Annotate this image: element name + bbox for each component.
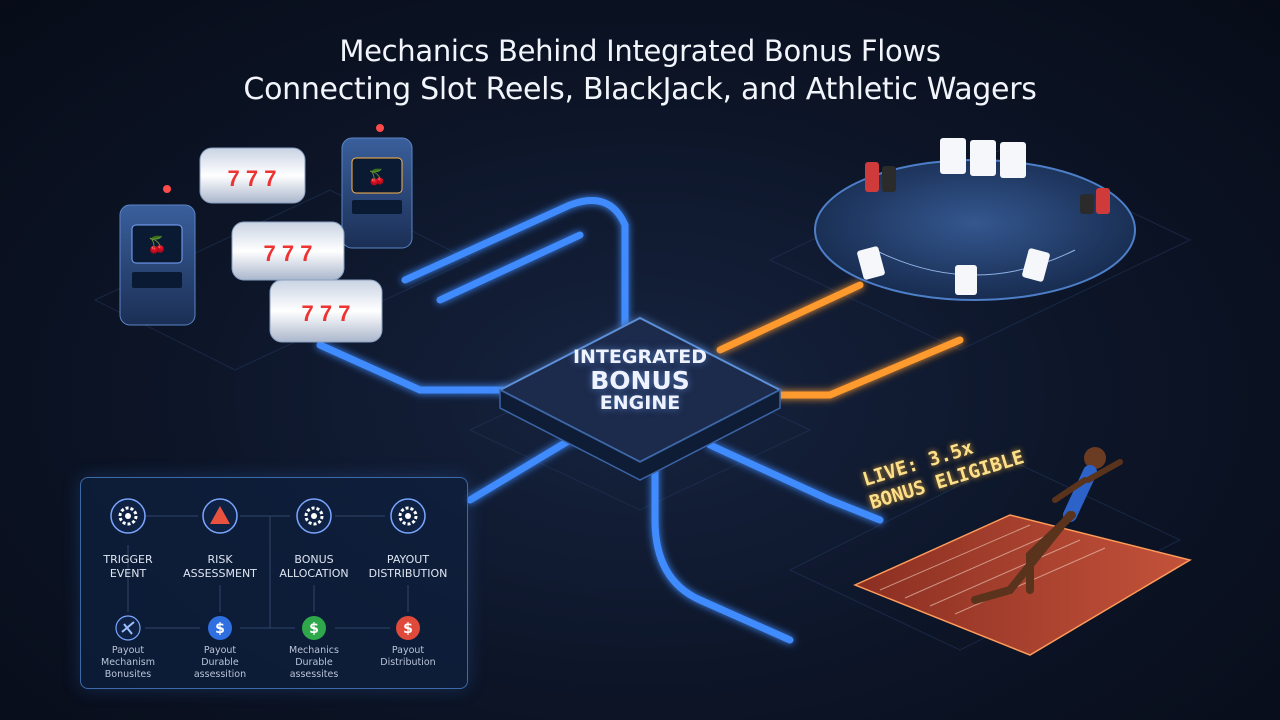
trigger-gear-icon bbox=[110, 498, 146, 534]
allocation-gear-icon bbox=[296, 498, 332, 534]
engine-label: INTEGRATED BONUS ENGINE bbox=[572, 346, 708, 415]
blackjack-table bbox=[814, 138, 1136, 301]
spark-icon bbox=[115, 615, 141, 641]
svg-text:7 7 7: 7 7 7 bbox=[264, 241, 313, 266]
slot-reel-middle: 7 7 7 bbox=[231, 221, 345, 281]
playing-card-icon bbox=[1000, 142, 1026, 178]
alarm-light-icon bbox=[376, 124, 384, 132]
substep-3-label: Mechanics Durable assessites bbox=[289, 645, 339, 680]
playing-card-icon bbox=[1022, 248, 1050, 282]
cherry-icon: 🍒 bbox=[368, 168, 387, 186]
risk-warning-icon bbox=[202, 498, 238, 534]
playing-card-icon bbox=[940, 138, 966, 174]
slot-reel-bottom: 7 7 7 bbox=[269, 279, 383, 343]
chip-stack-icon bbox=[865, 162, 1110, 214]
dollar-blue-icon: $ bbox=[208, 616, 232, 640]
cherry-icon: 🍒 bbox=[147, 235, 167, 254]
running-track bbox=[853, 514, 1192, 656]
slot-machine-right: 🍒 bbox=[341, 124, 413, 249]
dollar-green-icon: $ bbox=[302, 616, 326, 640]
slot-machine-left: 🍒 bbox=[119, 185, 196, 326]
step-allocation-label: BONUS ALLOCATION bbox=[279, 553, 349, 580]
svg-text:$: $ bbox=[403, 621, 413, 637]
slot-reel-top: 7 7 7 bbox=[199, 147, 306, 204]
payout-gear-icon bbox=[390, 498, 426, 534]
svg-text:$: $ bbox=[215, 621, 225, 637]
substep-1-label: Payout Mechanism Bonusites bbox=[101, 645, 155, 680]
playing-card-icon bbox=[970, 140, 996, 176]
substep-2-label: Payout Durable assessition bbox=[193, 645, 247, 680]
playing-card-icon bbox=[955, 265, 977, 295]
step-payout-label: PAYOUT DISTRIBUTION bbox=[368, 553, 448, 580]
page-title: Mechanics Behind Integrated Bonus Flows bbox=[339, 34, 941, 68]
step-trigger-label: TRIGGER EVENT bbox=[103, 553, 153, 580]
step-risk-label: RISK ASSESSMENT bbox=[183, 553, 257, 580]
svg-text:7 7 7: 7 7 7 bbox=[302, 301, 351, 326]
orange-flow-lines bbox=[716, 281, 964, 399]
substep-4-label: Payout Distribution bbox=[380, 645, 436, 668]
integrated-bonus-engine[interactable] bbox=[497, 316, 783, 481]
svg-text:$: $ bbox=[309, 621, 319, 637]
playing-card-icon bbox=[857, 246, 885, 280]
svg-text:7 7 7: 7 7 7 bbox=[228, 166, 277, 191]
alarm-light-icon bbox=[163, 185, 171, 193]
dollar-red-icon: $ bbox=[396, 616, 420, 640]
sprinter-figure bbox=[971, 447, 1123, 604]
page-subtitle: Connecting Slot Reels, BlackJack, and At… bbox=[243, 72, 1037, 107]
